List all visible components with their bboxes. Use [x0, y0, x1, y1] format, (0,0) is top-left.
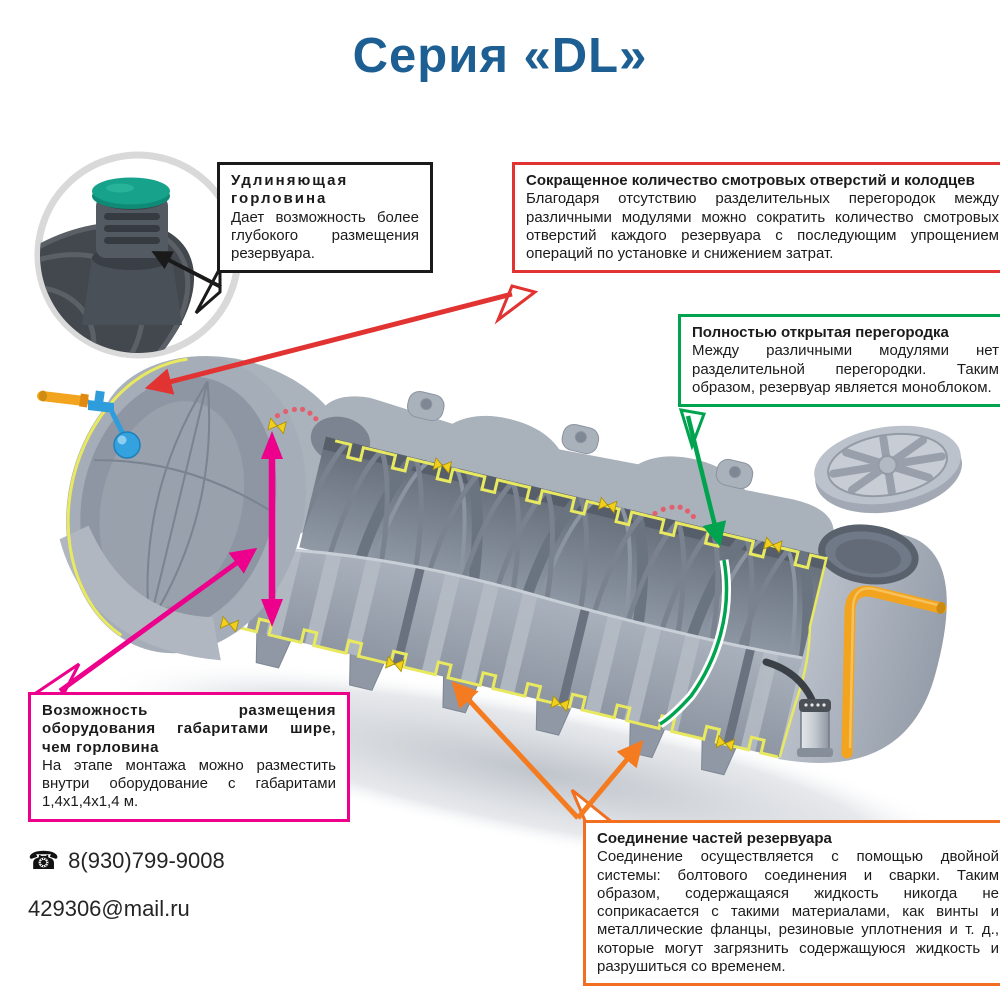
- callout-extending-neck: Удлиняющая горловина Дает возможность бо…: [217, 162, 433, 274]
- phone-number: 8(930)799-9008: [68, 848, 225, 873]
- tail-openings: [494, 284, 539, 325]
- outlet-pipe-right: [841, 585, 947, 759]
- callout-wide-equipment: Возможность размещения оборудования габа…: [28, 692, 350, 822]
- callout-open-partition-title: Полностью открытая перегородка: [692, 324, 949, 341]
- callout-reduced-openings-body: Благодаря отсутствию разделительных пере…: [526, 190, 999, 263]
- callout-parts-connection-body: Соединение осуществляется с помощью двой…: [597, 848, 999, 976]
- email-line: 429306@mail.ru: [28, 896, 225, 922]
- phone-icon: ☎: [28, 847, 60, 875]
- lifting-lugs: [407, 390, 754, 490]
- email-address: 429306@mail.ru: [28, 896, 190, 921]
- page-title: Серия «DL»: [352, 29, 648, 83]
- manhole-cover: [814, 425, 962, 514]
- callout-parts-connection-title: Соединение частей резервуара: [597, 830, 832, 847]
- callout-reduced-openings: Сокращенное количество смотровых отверст…: [512, 162, 1000, 274]
- callout-wide-equipment-body: На этапе монтажа можно разместить внутри…: [42, 756, 336, 811]
- callout-parts-connection: Соединение частей резервуара Соединение …: [583, 820, 1000, 987]
- tail-neck: [194, 267, 222, 315]
- manhole-neck-opening: [818, 524, 919, 585]
- diameter-arrow: [261, 431, 283, 627]
- arrow-connection-1: [451, 681, 580, 820]
- arrow-neck: [151, 251, 222, 289]
- bolt-dots: [274, 406, 696, 520]
- callout-open-partition: Полностью открытая перегородка Между раз…: [678, 314, 1000, 408]
- callout-reduced-openings-title: Сокращенное количество смотровых отверст…: [526, 172, 975, 189]
- contact-block: ☎ 8(930)799-9008 429306@mail.ru: [28, 846, 225, 942]
- phone-line: ☎ 8(930)799-9008: [28, 846, 225, 876]
- bolted-fitting: [762, 658, 833, 757]
- partition-trace: [659, 559, 729, 726]
- arrow-equipment: [58, 547, 258, 694]
- arrow-partition: [685, 415, 727, 547]
- joint-clips: [219, 417, 783, 752]
- tank-body: [59, 356, 947, 776]
- cut-line-top: [334, 439, 828, 570]
- float-valve: [88, 390, 141, 459]
- arrow-connection-2: [576, 740, 644, 820]
- callout-extending-neck-body: Дает возможность более глубокого размеще…: [231, 208, 419, 263]
- callout-wide-equipment-title: Возможность размещения оборудования габа…: [42, 702, 336, 756]
- inlet-pipe-left: [37, 390, 89, 408]
- arrow-openings: [144, 291, 513, 395]
- callout-extending-neck-title: Удлиняющая горловина: [231, 172, 349, 208]
- callout-open-partition-body: Между различными модулями нет разделител…: [692, 342, 999, 396]
